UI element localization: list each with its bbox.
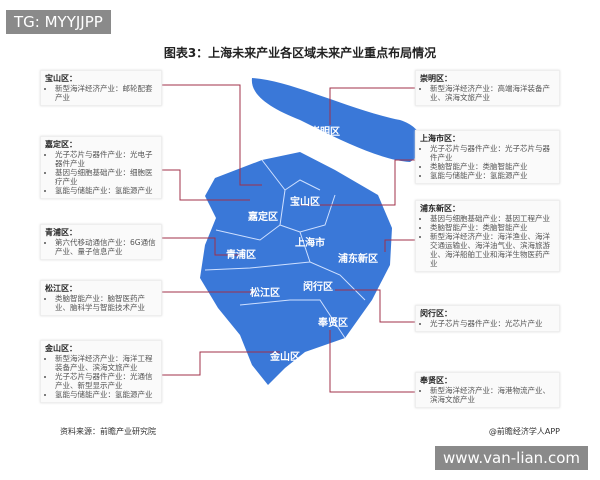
- map-label-jiading: 嘉定区: [247, 210, 278, 223]
- district-box-jinshan: 金山区：新型海洋经济产业：海洋工程装备产业、滨海文旅产业光子芯片与器件产业：光通…: [40, 340, 162, 403]
- district-borders: [204, 159, 366, 339]
- chongming-island: [251, 78, 423, 162]
- district-box-shanghai-city: 上海市区：光子芯片与器件产业：光子芯片与器件产业类脑智能产业：类脑智能产业氢能与…: [415, 130, 560, 184]
- district-box-minhang: 闵行区：光子芯片与器件产业：光芯片产业: [415, 305, 560, 332]
- mainland: [200, 152, 392, 385]
- district-box-fengxian: 奉贤区：新型海洋经济产业：海港物流产业、滨海文旅产业: [415, 372, 560, 408]
- district-box-songjiang: 松江区：类脑智能产业：脑智医药产业、脑科学与智能技术产业: [40, 280, 162, 316]
- map-label-pudong: 浦东新区: [338, 252, 378, 265]
- map-label-jinshan: 金山区: [269, 350, 300, 363]
- district-box-pudong: 浦东新区：基因与细胞基础产业：基因工程产业类脑智能产业：类脑智能产业新型海洋经济…: [415, 200, 560, 272]
- source-note: 资料来源：前瞻产业研究院: [60, 427, 156, 436]
- district-box-qingpu: 青浦区：第六代移动通信产业：6G通信产业、量子信息产业: [40, 224, 162, 260]
- leader-lines: [162, 84, 415, 393]
- map-label-minhang: 闵行区: [303, 280, 333, 293]
- channel-badge: TG: MYYJJPP: [6, 10, 111, 34]
- credit: @前瞻经济学人APP: [488, 427, 560, 436]
- map-label-songjiang: 松江区: [250, 286, 280, 299]
- map-label-chongming: 崇明区: [310, 125, 340, 138]
- page-title: 图表3：上海未来产业各区域未来产业重点布局情况: [163, 46, 437, 60]
- map-label-fengxian: 奉贤区: [317, 316, 348, 329]
- district-box-chongming: 崇明区：新型海洋经济产业：高端海洋装备产业、滨海文旅产业: [415, 70, 560, 106]
- map-label-shanghai-city: 上海市: [295, 236, 325, 249]
- district-box-jiading: 嘉定区：光子芯片与器件产业：光电子器件产业基因与细胞基础产业：细胞医疗产业氢能与…: [40, 136, 162, 199]
- map-label-baoshan: 宝山区: [290, 195, 320, 208]
- map-label-qingpu: 青浦区: [226, 248, 256, 261]
- district-box-baoshan: 宝山区：新型海洋经济产业：邮轮配套产业: [40, 70, 162, 106]
- watermark: www.van-lian.com: [434, 446, 588, 470]
